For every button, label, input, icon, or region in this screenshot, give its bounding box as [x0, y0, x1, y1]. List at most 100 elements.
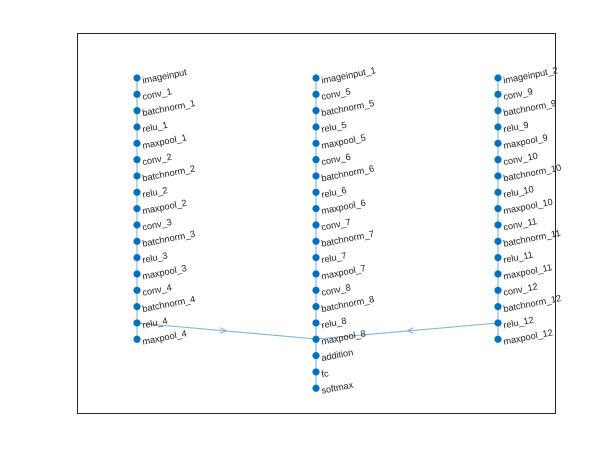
- node-marker-maxpool_4[interactable]: [133, 335, 141, 343]
- node-marker-addition[interactable]: [312, 352, 320, 360]
- node-marker-batchnorm_11[interactable]: [494, 237, 502, 245]
- axes-frame: [77, 33, 556, 414]
- node-label-addition: addition: [320, 347, 354, 363]
- node-marker-conv_4[interactable]: [133, 286, 141, 294]
- node-marker-batchnorm_5[interactable]: [312, 107, 320, 115]
- node-label-relu_9: relu_9: [502, 120, 529, 135]
- node-marker-batchnorm_2[interactable]: [133, 172, 141, 180]
- node-label-batchnorm_4: batchnorm_4: [141, 294, 196, 314]
- node-marker-conv_8[interactable]: [312, 286, 320, 294]
- node-label-relu_2: relu_2: [141, 185, 168, 200]
- node-label-maxpool_1: maxpool_1: [141, 132, 187, 150]
- node-label-conv_5: conv_5: [320, 86, 351, 101]
- node-label-conv_2: conv_2: [141, 152, 172, 167]
- node-marker-conv_5[interactable]: [312, 90, 320, 98]
- node-marker-imageinput_2[interactable]: [494, 74, 502, 82]
- node-label-relu_5: relu_5: [320, 120, 347, 135]
- node-marker-batchnorm_7[interactable]: [312, 237, 320, 245]
- node-label-maxpool_3: maxpool_3: [141, 263, 187, 281]
- node-label-batchnorm_2: batchnorm_2: [141, 163, 196, 183]
- node-marker-relu_4[interactable]: [133, 319, 141, 327]
- node-label-relu_4: relu_4: [141, 316, 168, 331]
- node-label-fc: fc: [320, 368, 329, 379]
- node-marker-relu_7[interactable]: [312, 254, 320, 262]
- node-marker-batchnorm_8[interactable]: [312, 303, 320, 311]
- node-marker-relu_2[interactable]: [133, 188, 141, 196]
- node-marker-batchnorm_1[interactable]: [133, 107, 141, 115]
- node-label-relu_7: relu_7: [320, 250, 347, 265]
- node-marker-imageinput[interactable]: [133, 74, 141, 82]
- node-label-batchnorm_6: batchnorm_6: [320, 163, 375, 183]
- node-marker-imageinput_1[interactable]: [312, 74, 320, 82]
- node-marker-maxpool_3[interactable]: [133, 270, 141, 278]
- node-label-conv_9: conv_9: [502, 86, 533, 101]
- node-marker-conv_1[interactable]: [133, 90, 141, 98]
- node-marker-relu_9[interactable]: [494, 123, 502, 131]
- node-label-batchnorm_5: batchnorm_5: [320, 98, 375, 118]
- node-marker-relu_5[interactable]: [312, 123, 320, 131]
- node-label-maxpool_4: maxpool_4: [141, 328, 187, 346]
- node-label-maxpool_11: maxpool_11: [502, 262, 552, 281]
- node-markers-group: [133, 74, 502, 392]
- node-marker-relu_10[interactable]: [494, 188, 502, 196]
- node-label-imageinput_1: imageinput_1: [320, 65, 376, 85]
- node-marker-maxpool_11[interactable]: [494, 270, 502, 278]
- node-marker-relu_6[interactable]: [312, 188, 320, 196]
- node-marker-conv_12[interactable]: [494, 286, 502, 294]
- node-label-conv_12: conv_12: [502, 281, 538, 297]
- node-marker-conv_7[interactable]: [312, 221, 320, 229]
- node-marker-maxpool_1[interactable]: [133, 139, 141, 147]
- node-marker-softmax[interactable]: [312, 384, 320, 392]
- node-marker-relu_8[interactable]: [312, 319, 320, 327]
- node-labels-group: imageinputconv_1batchnorm_1relu_1maxpool…: [141, 65, 562, 396]
- node-marker-batchnorm_12[interactable]: [494, 303, 502, 311]
- node-marker-batchnorm_3[interactable]: [133, 237, 141, 245]
- node-marker-batchnorm_4[interactable]: [133, 303, 141, 311]
- edge-maxpool12-addition-arrowhead: [405, 327, 414, 334]
- node-marker-relu_12[interactable]: [494, 319, 502, 327]
- node-marker-maxpool_12[interactable]: [494, 335, 502, 343]
- node-marker-batchnorm_10[interactable]: [494, 172, 502, 180]
- node-label-conv_1: conv_1: [141, 86, 172, 101]
- node-marker-conv_9[interactable]: [494, 90, 502, 98]
- node-label-relu_12: relu_12: [502, 315, 534, 331]
- node-marker-maxpool_7[interactable]: [312, 270, 320, 278]
- node-label-conv_3: conv_3: [141, 217, 172, 232]
- node-label-relu_8: relu_8: [320, 316, 347, 331]
- node-label-relu_6: relu_6: [320, 185, 347, 200]
- node-label-batchnorm_8: batchnorm_8: [320, 294, 375, 314]
- node-marker-maxpool_10[interactable]: [494, 205, 502, 213]
- node-marker-batchnorm_9[interactable]: [494, 107, 502, 115]
- node-label-maxpool_2: maxpool_2: [141, 198, 187, 216]
- node-marker-relu_1[interactable]: [133, 123, 141, 131]
- node-label-relu_1: relu_1: [141, 120, 168, 135]
- node-marker-conv_3[interactable]: [133, 221, 141, 229]
- node-label-imageinput_2: imageinput_2: [502, 65, 558, 85]
- node-marker-maxpool_2[interactable]: [133, 205, 141, 213]
- node-label-conv_7: conv_7: [320, 217, 351, 232]
- node-marker-conv_2[interactable]: [133, 156, 141, 164]
- node-label-maxpool_6: maxpool_6: [320, 198, 366, 216]
- node-label-maxpool_10: maxpool_10: [502, 197, 553, 216]
- node-marker-conv_10[interactable]: [494, 156, 502, 164]
- node-label-maxpool_7: maxpool_7: [320, 263, 366, 281]
- node-marker-relu_11[interactable]: [494, 254, 502, 262]
- node-marker-batchnorm_6[interactable]: [312, 172, 320, 180]
- node-marker-fc[interactable]: [312, 368, 320, 376]
- node-label-batchnorm_7: batchnorm_7: [320, 229, 375, 249]
- node-marker-maxpool_8[interactable]: [312, 335, 320, 343]
- node-marker-conv_11[interactable]: [494, 221, 502, 229]
- node-label-softmax: softmax: [320, 380, 354, 396]
- node-marker-maxpool_6[interactable]: [312, 205, 320, 213]
- node-marker-conv_6[interactable]: [312, 156, 320, 164]
- cross-edges-group: [136, 322, 499, 340]
- node-label-conv_6: conv_6: [320, 152, 351, 167]
- edge-maxpool4-addition-arrowhead: [219, 327, 228, 334]
- node-marker-maxpool_9[interactable]: [494, 139, 502, 147]
- node-marker-relu_3[interactable]: [133, 254, 141, 262]
- node-label-conv_11: conv_11: [502, 216, 537, 232]
- node-label-maxpool_9: maxpool_9: [502, 132, 548, 150]
- node-label-relu_10: relu_10: [502, 184, 534, 200]
- node-marker-maxpool_5[interactable]: [312, 139, 320, 147]
